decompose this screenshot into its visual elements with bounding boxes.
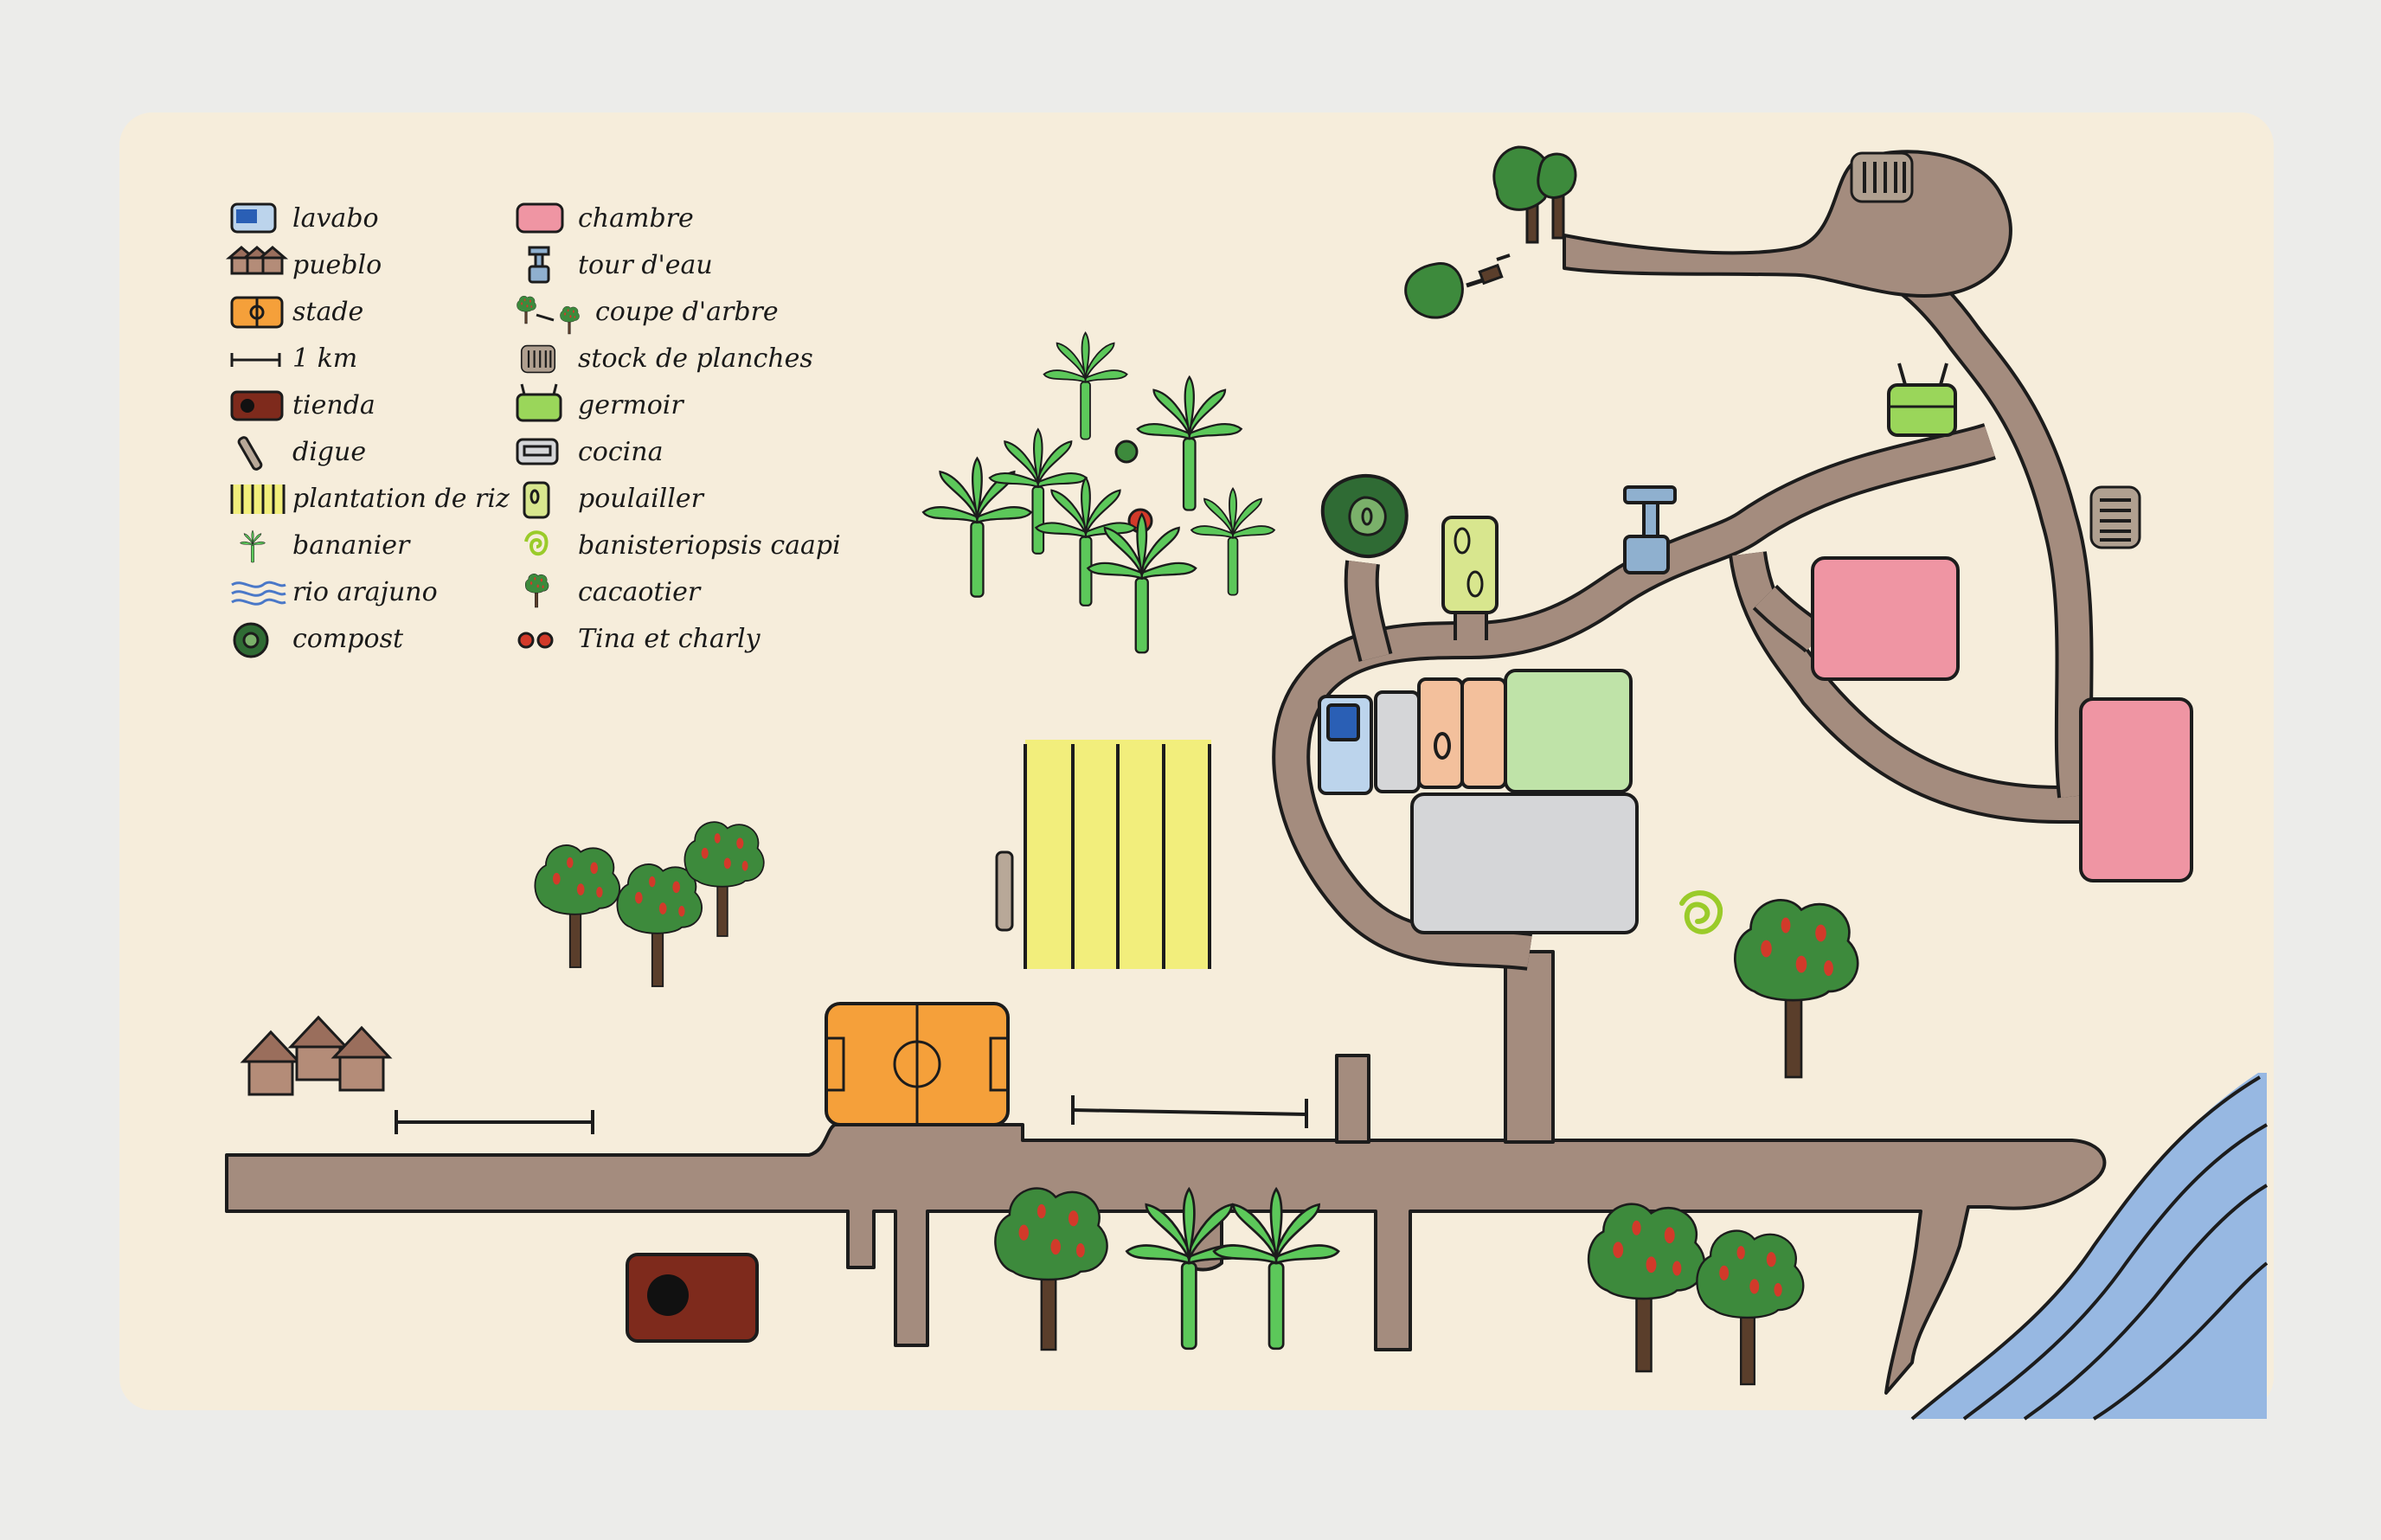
river-rio-arajuno <box>1910 1073 2269 1421</box>
dike-icon <box>237 436 263 471</box>
legend-label-poulailler: poulailler <box>578 484 705 514</box>
people-dots-icon <box>517 632 554 649</box>
legend-item-pueblo: pueblo <box>225 246 382 280</box>
rice-plantation <box>1024 740 1211 969</box>
legend-item-stock: stock de planches <box>520 343 813 374</box>
shop-icon <box>230 390 284 421</box>
legend-label-stock: stock de planches <box>578 343 813 374</box>
village-icon <box>225 246 289 275</box>
legend-label-germoir: germoir <box>578 390 684 420</box>
kitchen-icon <box>516 438 559 465</box>
legend-label-cacaotier: cacaotier <box>578 577 702 607</box>
legend-label-tina: Tina et charly <box>578 624 761 654</box>
vine-spiral-icon <box>524 530 549 556</box>
legend-label-chambre: chambre <box>578 203 694 234</box>
legend-item-tour: tour d'eau <box>528 246 713 284</box>
bedroom-icon <box>516 202 564 234</box>
roads <box>225 150 2111 1395</box>
legend-label-compost: compost <box>292 624 404 654</box>
tree-cut-area <box>1404 145 1577 319</box>
legend-item-germoir: germoir <box>516 383 684 422</box>
legend-item-tina: Tina et charly <box>517 624 761 654</box>
seedbed-icon <box>516 383 562 422</box>
legend-label-stade: stade <box>292 297 363 327</box>
henhouse-icon <box>523 481 550 519</box>
dike-digue <box>995 850 1014 932</box>
legend-label-cocina: cocina <box>578 437 663 467</box>
legend-item-riz: plantation de riz <box>230 484 510 514</box>
legend-label-banisteriopsis: banisteriopsis caapi <box>578 530 841 561</box>
legend-item-coupe: coupe d'arbre <box>517 295 779 335</box>
legend-label-tour: tour d'eau <box>578 250 713 280</box>
stadium-stade <box>825 1002 1010 1126</box>
washbasin-icon <box>230 202 277 234</box>
legend-item-rio: rio arajuno <box>231 577 438 607</box>
bedroom-chambre-1 <box>1811 556 1960 681</box>
compost-icon <box>233 622 269 658</box>
plank-stock-top <box>1850 151 1914 203</box>
water-tower <box>1623 485 1677 574</box>
plank-stock-right <box>2089 485 2141 549</box>
legend-label-bananier: bananier <box>292 530 411 561</box>
legend-item-tienda: tienda <box>230 390 375 421</box>
tina-dot <box>1114 440 1139 464</box>
legend-item-km: 1 km <box>230 343 357 374</box>
legend-item-lavabo: lavabo <box>230 202 379 234</box>
main-road <box>225 1123 2107 1395</box>
banisteriopsis-caapi <box>1679 890 1723 934</box>
legend-label-digue: digue <box>292 437 366 467</box>
plank-stock-icon <box>520 344 556 374</box>
legend-item-cacaotier: cacaotier <box>524 574 702 608</box>
water-tower-icon <box>528 246 550 284</box>
legend-label-pueblo: pueblo <box>292 250 382 280</box>
legend-item-poulailler: poulailler <box>523 481 705 519</box>
legend-item-bananier: bananier <box>240 529 411 563</box>
seedbed-germoir <box>1887 363 1957 437</box>
river-icon <box>231 581 286 606</box>
bedroom-chambre-2 <box>2079 697 2193 882</box>
rice-field-icon <box>230 484 286 514</box>
scale-bar-left <box>395 1110 594 1134</box>
legend-item-banisteriopsis: banisteriopsis caapi <box>524 530 841 561</box>
stadium-icon <box>230 296 284 329</box>
scale-bar-right <box>1071 1095 1308 1128</box>
legend: lavabo pueblo stade 1 km tienda digue plantati… <box>225 202 841 658</box>
lavabo-basin-icon <box>1326 703 1360 741</box>
legend-item-compost: compost <box>233 622 404 658</box>
shop-tienda <box>626 1253 759 1343</box>
legend-item-cocina: cocina <box>516 437 663 467</box>
compound-buildings <box>1318 669 1639 934</box>
tree-cut-icon <box>517 295 580 335</box>
legend-label-lavabo: lavabo <box>292 203 379 234</box>
legend-item-stade: stade <box>230 296 363 329</box>
legend-label-rio: rio arajuno <box>292 577 438 607</box>
compost <box>1320 473 1409 559</box>
legend-label-riz: plantation de riz <box>292 484 510 514</box>
legend-label-tienda: tienda <box>292 390 375 420</box>
legend-item-digue: digue <box>237 436 366 471</box>
scale-bar-icon <box>230 353 281 367</box>
legend-item-chambre: chambre <box>516 202 694 234</box>
legend-label-km: 1 km <box>292 343 357 374</box>
compound-connector-road <box>1504 950 1555 1144</box>
legend-label-coupe: coupe d'arbre <box>595 297 779 327</box>
short-spur-road <box>1335 1054 1370 1144</box>
henhouse-poulailler <box>1441 516 1499 614</box>
